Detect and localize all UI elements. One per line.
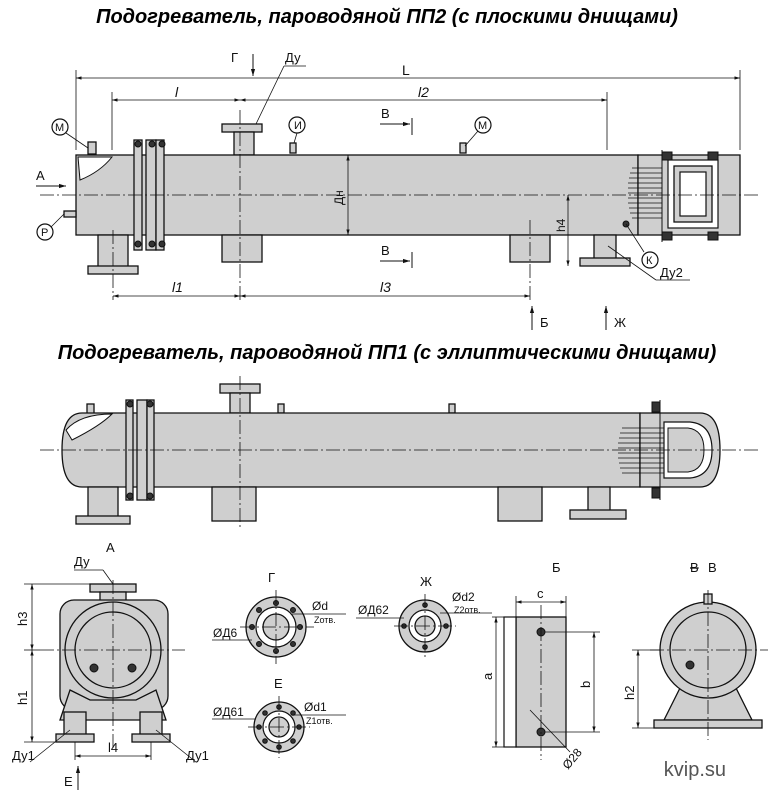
flange-E-holes: Z1отв.	[306, 716, 333, 726]
flange-G-d: Ød	[312, 599, 328, 613]
front-Du: Ду	[74, 554, 90, 569]
plate-B-b: b	[578, 681, 593, 688]
callout-R: Р	[41, 227, 48, 239]
callout-M2: М	[478, 120, 487, 132]
callout-M1: М	[55, 122, 64, 134]
dim-l2: l2	[418, 84, 429, 100]
tube-bundle-pp1	[618, 400, 713, 500]
watermark: kvip.su	[663, 759, 726, 781]
port-A-label: А	[36, 168, 45, 183]
plate-B-view: Б c a b Ø28	[480, 560, 600, 772]
dim-l3: l3	[380, 279, 391, 295]
flange-G-title: Г	[268, 570, 275, 585]
flange-E-view: Е Ød1 Z1отв. ØД61	[212, 676, 346, 758]
flange-Zh-view: Ж Ød2 Z2отв. ØД62	[356, 574, 492, 658]
port-G-label: Г	[231, 50, 238, 65]
flange-G-D: ØД6	[213, 626, 237, 640]
callout-I: И	[294, 120, 302, 132]
plate-B-a: a	[480, 672, 495, 680]
flange-E-D: ØД61	[213, 705, 244, 719]
section-B-bottom: В	[381, 243, 390, 258]
front-h3: h3	[15, 612, 30, 626]
pp2-drawing: L l l2 Г Ду	[36, 50, 760, 330]
plate-B-hole: Ø28	[560, 745, 586, 772]
bottom-A-label: А	[106, 540, 115, 555]
section-VV-title: В	[708, 560, 717, 575]
front-view: Ду h3 h1 l4 Ду1 Ду1 Е	[12, 554, 209, 790]
dim-L: L	[402, 62, 410, 78]
section-VV-title-struck: В	[690, 560, 699, 575]
front-E: Е	[64, 774, 73, 789]
section-B-top: В	[381, 106, 390, 121]
flange-G-view: Г Ød Zотв. ØД6	[212, 570, 346, 664]
dim-l: l	[175, 84, 179, 100]
plate-B-title: Б	[552, 560, 561, 575]
dim-Dn: Дн	[332, 190, 346, 205]
flange-Zh-title: Ж	[420, 574, 432, 589]
dim-h4: h4	[554, 218, 568, 232]
dim-Du: Ду	[285, 50, 301, 65]
front-Du1-right: Ду1	[186, 748, 209, 763]
flange-Zh-d: Ød2	[452, 590, 475, 604]
flange-E-d: Ød1	[304, 700, 327, 714]
flange-G-holes: Zотв.	[314, 615, 336, 625]
flange-E-title: Е	[274, 676, 283, 691]
port-Bb-label: Б	[540, 315, 549, 330]
section-VV-h2: h2	[622, 686, 637, 700]
tube-bundle-pp2	[628, 150, 719, 242]
dim-Du2: Ду2	[660, 265, 683, 280]
title-pp1: Подогреватель, пароводяной ПП1 (с эллипт…	[57, 342, 717, 364]
plate-B-c: c	[537, 586, 544, 601]
dim-l1: l1	[172, 279, 183, 295]
title-pp2: Подогреватель, пароводяной ПП2 (с плоски…	[96, 6, 678, 28]
section-VV-view: В В h2	[622, 560, 768, 740]
callout-K: К	[646, 255, 653, 267]
front-l4: l4	[108, 740, 118, 755]
front-h1: h1	[15, 691, 30, 705]
port-Zh-label: Ж	[614, 315, 626, 330]
front-Du1-left: Ду1	[12, 748, 35, 763]
flange-Zh-D: ØД62	[358, 603, 389, 617]
pp1-drawing: А	[40, 376, 760, 555]
flange-Zh-holes: Z2отв.	[454, 605, 481, 615]
